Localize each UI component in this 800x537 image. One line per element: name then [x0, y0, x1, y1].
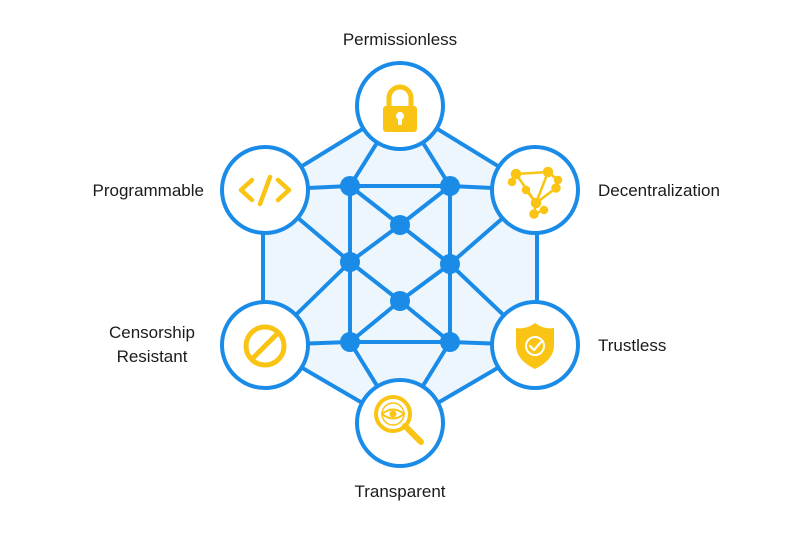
- label-permissionless: Permissionless: [342, 30, 458, 49]
- padlock-icon: [383, 84, 417, 132]
- node-circle-decentralization: [490, 145, 580, 235]
- network-dot: [340, 332, 360, 352]
- label-resistant: Resistant: [116, 347, 188, 366]
- label-decentralization: Decentralization: [598, 181, 720, 200]
- network-dots: [340, 176, 460, 352]
- network-dot: [390, 215, 410, 235]
- network-dot: [390, 291, 410, 311]
- outer-nodes: [220, 61, 580, 468]
- label-programmable: Programmable: [92, 181, 205, 200]
- label-transparent: Transparent: [354, 482, 446, 501]
- label-trustless: Trustless: [598, 336, 667, 355]
- shield-check-icon: [516, 323, 554, 369]
- hexagon-background: [261, 103, 539, 428]
- network-dot: [340, 252, 360, 272]
- magnifier-eye-icon: [374, 395, 424, 445]
- code-icon: [238, 174, 292, 207]
- network-dot: [440, 176, 460, 196]
- prohibited-icon: [243, 324, 287, 368]
- network-dot: [340, 176, 360, 196]
- network-dot: [440, 254, 460, 274]
- label-censorship: Censorship: [109, 323, 195, 342]
- network-nodes-icon: [507, 166, 563, 219]
- network-dot: [440, 332, 460, 352]
